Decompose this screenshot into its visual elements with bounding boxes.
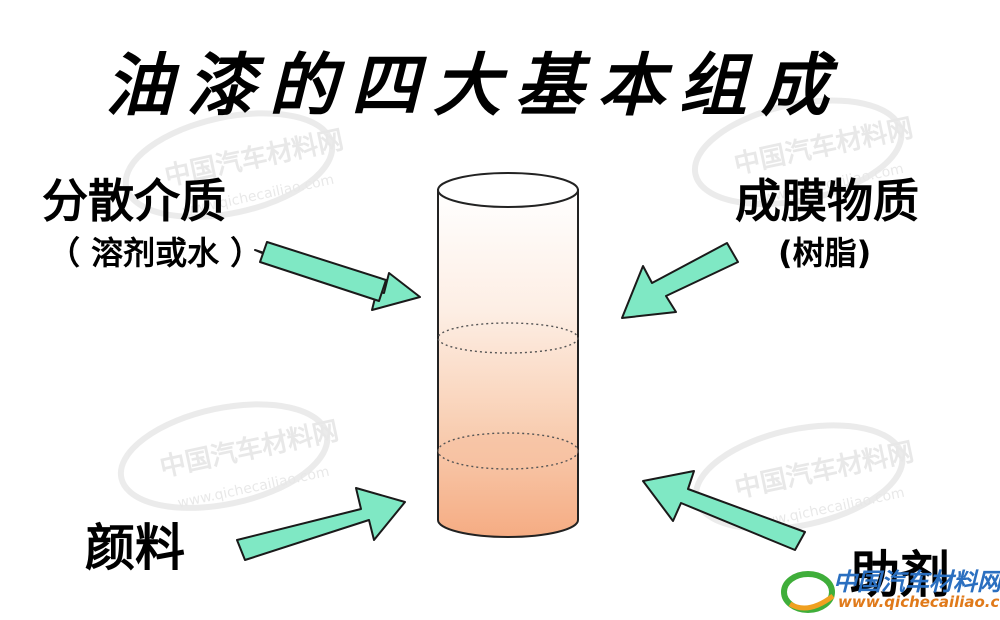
label-dispersion-medium: 分散介质: [42, 174, 226, 228]
cylinder-layer-line-1: [437, 322, 579, 354]
logo-text: 中国汽车材料网: [833, 568, 1000, 596]
label-dispersion-medium-detail: （ 溶剂或水 ）: [48, 234, 263, 272]
logo-swoosh-icon: [781, 571, 835, 613]
paint-cylinder: [437, 172, 579, 538]
label-pigment: 颜料: [85, 519, 185, 577]
page-title: 油漆的四大基本组成: [105, 47, 844, 126]
cylinder-layer-line-2: [437, 432, 579, 470]
arrow-film-former: [621, 242, 739, 319]
label-film-former: 成膜物质: [735, 174, 919, 228]
arrow-additive: [642, 470, 806, 551]
arrow-pigment: [236, 487, 406, 561]
label-additive: 助剂: [850, 546, 950, 604]
label-film-former-detail: (树脂): [778, 234, 872, 272]
arrow-dispersion-medium-body: [259, 241, 387, 302]
logo-url: www.qichecailiao.com: [838, 593, 1000, 611]
site-logo: 中国汽车材料网 www.qichecailiao.com: [778, 560, 1000, 620]
